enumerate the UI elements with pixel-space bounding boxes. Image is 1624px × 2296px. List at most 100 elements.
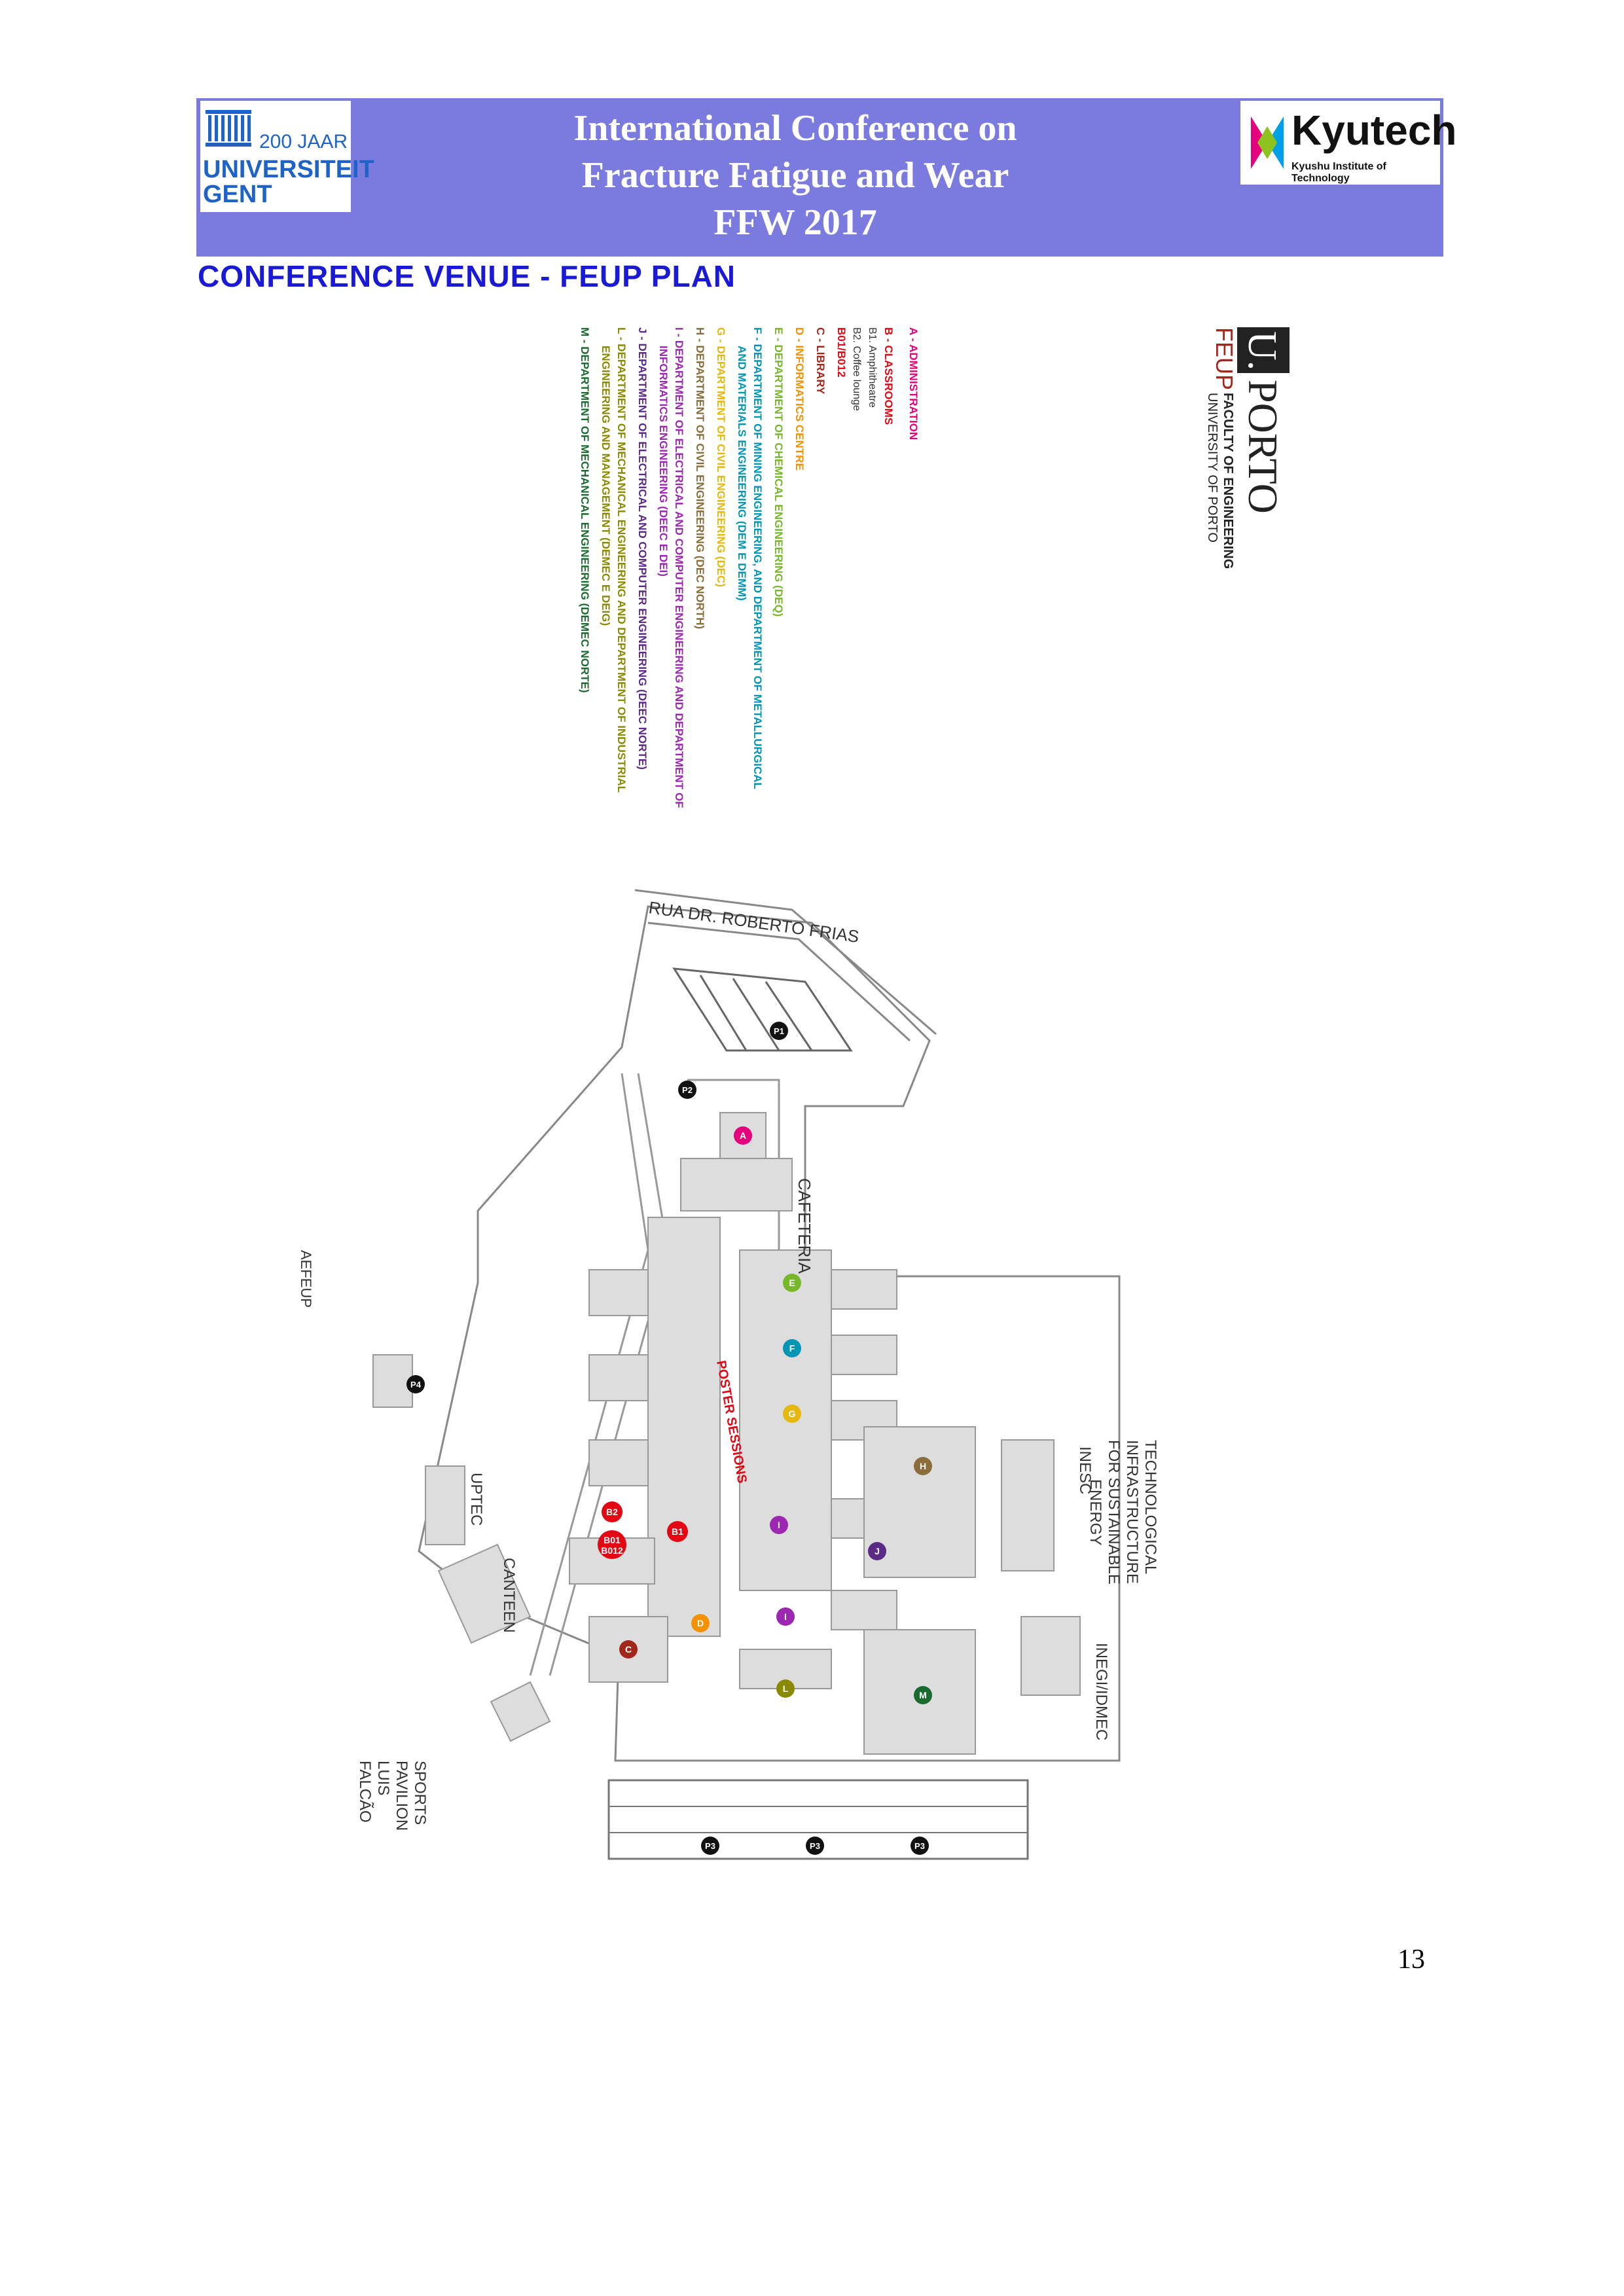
svg-text:B012: B012 xyxy=(601,1545,623,1556)
department-marker-label: J xyxy=(875,1546,880,1556)
ugent-name: UNIVERSITEIT GENT xyxy=(203,156,374,208)
parking-marker xyxy=(806,1837,824,1855)
department-marker-label: D xyxy=(697,1618,704,1628)
legend-item: C - LIBRARY xyxy=(814,327,827,395)
main-block xyxy=(647,1217,721,1637)
canteen-building xyxy=(437,1543,532,1644)
feup-plan: U. PORTO FEUP FACULTY OF ENGINEERING UNI… xyxy=(298,327,1290,1860)
legend-item: I - DEPARTMENT OF ELECTRICAL AND COMPUTE… xyxy=(673,327,685,808)
parking-marker xyxy=(406,1375,425,1393)
department-marker xyxy=(783,1339,801,1357)
legend-item: ENGINEERING AND MANAGEMENT (DEMEC E DEIG… xyxy=(600,346,612,626)
svg-text:FACULTY OF ENGINEERING: FACULTY OF ENGINEERING xyxy=(1221,393,1235,569)
building-icon xyxy=(206,110,251,147)
legend-item: L - DEPARTMENT OF MECHANICAL ENGINEERING… xyxy=(615,327,628,793)
department-marker xyxy=(619,1640,638,1659)
legend-item: A - ADMINISTRATION xyxy=(907,327,920,440)
legend-item: B01/B012 xyxy=(835,327,848,378)
aefeup-label: AEFEUP xyxy=(298,1250,314,1308)
kyutech-name: Kyutech xyxy=(1291,107,1457,154)
legend-item: B2. Coffee lounge xyxy=(851,327,862,411)
kyutech-logo: Kyutech Kyushu Institute of Technology xyxy=(1240,101,1457,185)
svg-text:B2: B2 xyxy=(606,1507,618,1517)
department-marker-label: I xyxy=(778,1520,780,1530)
parking-marker xyxy=(770,1022,788,1040)
department-marker-label: C xyxy=(625,1644,632,1655)
department-marker-label: E xyxy=(789,1278,795,1288)
svg-text:FOR SUSTAINABLE: FOR SUSTAINABLE xyxy=(1105,1440,1123,1585)
legend-item: E - DEPARTMENT OF CHEMICAL ENGINEERING (… xyxy=(772,327,785,617)
department-marker xyxy=(770,1516,788,1534)
svg-text:ENERGY: ENERGY xyxy=(1087,1479,1104,1545)
legend-item: D - INFORMATICS CENTRE xyxy=(793,327,806,471)
legend-item: B - CLASSROOMS xyxy=(882,327,895,425)
department-wings xyxy=(739,1249,832,1591)
department-marker xyxy=(783,1405,801,1423)
classroom-markers: B2 B1 B01 B012 xyxy=(598,1501,688,1559)
svg-text:FALCÃO: FALCÃO xyxy=(356,1761,374,1823)
legend-item: M - DEPARTMENT OF MECHANICAL ENGINEERING… xyxy=(579,327,591,692)
svg-text:B01: B01 xyxy=(604,1535,621,1545)
department-marker-label: L xyxy=(783,1683,789,1694)
svg-text:INFRASTRUCTURE: INFRASTRUCTURE xyxy=(1123,1440,1141,1584)
department-marker-label: A xyxy=(740,1130,746,1141)
svg-text:B1: B1 xyxy=(672,1526,683,1537)
street-line xyxy=(634,889,937,1035)
parking-marker-label: P4 xyxy=(410,1380,422,1390)
uptec-building xyxy=(425,1465,465,1545)
department-marker xyxy=(691,1614,710,1632)
uptec-label: UPTEC xyxy=(467,1473,485,1526)
tech-infra-label: TECHNOLOGICAL INFRASTRUCTURE FOR SUSTAIN… xyxy=(1087,1440,1159,1585)
sports-pavilion-label: SPORTS PAVILION LUIS FALCÃO xyxy=(356,1761,429,1831)
header-banner: 200 JAAR UNIVERSITEIT GENT International… xyxy=(196,98,1457,257)
parking-marker xyxy=(911,1837,929,1855)
parking-marker-label: P3 xyxy=(914,1841,925,1851)
parking-marker xyxy=(678,1081,696,1099)
department-marker xyxy=(776,1607,795,1626)
inesc-building xyxy=(1001,1439,1055,1571)
svg-text:SPORTS: SPORTS xyxy=(411,1761,429,1825)
legend-item: H - DEPARTMENT OF CIVIL ENGINEERING (DEC… xyxy=(694,327,706,629)
parking-marker xyxy=(701,1837,719,1855)
legend-item: G - DEPARTMENT OF CIVIL ENGINEERING (DEC… xyxy=(715,327,727,587)
svg-text:U.: U. xyxy=(1240,331,1284,370)
department-marker xyxy=(734,1126,752,1145)
legend-item: INFORMATICS ENGINEERING (DEEC E DEI) xyxy=(657,346,670,577)
department-marker xyxy=(776,1679,795,1698)
page-number: 13 xyxy=(1398,1945,1425,1975)
parking-marker-label: P2 xyxy=(682,1085,693,1095)
ugent-anniversary: 200 JAAR xyxy=(259,131,348,152)
cafeteria-building xyxy=(680,1158,793,1211)
department-marker-label: H xyxy=(920,1461,926,1471)
legend-item: J - DEPARTMENT OF ELECTRICAL AND COMPUTE… xyxy=(636,327,649,770)
department-marker-label: G xyxy=(789,1408,796,1419)
department-marker xyxy=(783,1274,801,1292)
feup-logo: U. PORTO FEUP FACULTY OF ENGINEERING UNI… xyxy=(1205,327,1290,569)
svg-text:FEUP: FEUP xyxy=(1211,327,1238,390)
cafeteria-label: CAFETERIA xyxy=(795,1178,814,1274)
svg-text:PORTO: PORTO xyxy=(1240,380,1286,514)
legend-item: B1. Amphitheatre xyxy=(867,327,878,408)
section-title: CONFERENCE VENUE - FEUP PLAN xyxy=(198,259,736,293)
kyutech-mark-icon xyxy=(1251,117,1284,169)
parking-marker-label: P1 xyxy=(774,1026,784,1036)
department-marker xyxy=(868,1542,886,1560)
department-marker xyxy=(914,1457,932,1475)
ugent-logo: 200 JAAR UNIVERSITEIT GENT xyxy=(200,101,374,212)
aefeup-building xyxy=(372,1354,413,1408)
inegi-building xyxy=(1020,1616,1081,1696)
campus-map: RUA DR. ROBERTO FRIAS CAFETERIA AEFEUP U… xyxy=(298,889,1159,1860)
parking-p1-area xyxy=(672,967,853,1052)
department-marker-label: F xyxy=(789,1343,795,1354)
parking-marker-label: P3 xyxy=(810,1841,820,1851)
canteen-label: CANTEEN xyxy=(500,1558,518,1633)
svg-text:TECHNOLOGICAL: TECHNOLOGICAL xyxy=(1142,1440,1159,1574)
svg-text:LUIS: LUIS xyxy=(374,1761,392,1795)
inesc-label: INESC xyxy=(1076,1446,1094,1494)
department-marker-label: I xyxy=(784,1611,787,1622)
conference-title: International Conference on Fracture Fat… xyxy=(573,108,1017,243)
svg-text:PAVILION: PAVILION xyxy=(393,1761,410,1831)
department-marker xyxy=(914,1686,932,1704)
